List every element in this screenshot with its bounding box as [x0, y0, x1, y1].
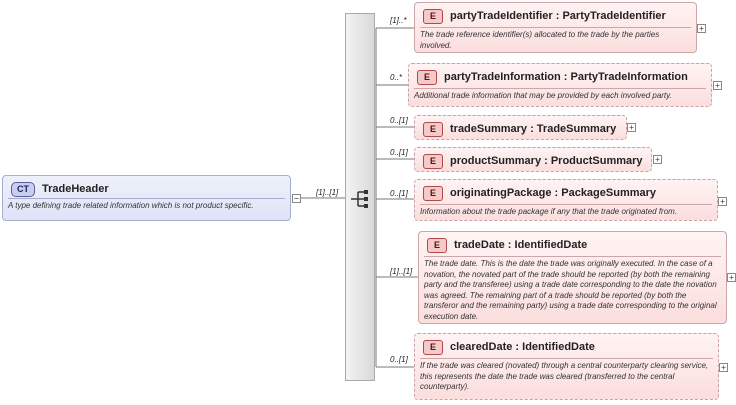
element-product-summary[interactable]: E productSummary : ProductSummary — [414, 147, 652, 172]
cardinality-label: [1]..[1] — [390, 267, 413, 276]
divider — [424, 256, 721, 257]
element-badge-icon: E — [417, 69, 437, 85]
element-header: E partyTradeInformation : PartyTradeInfo… — [417, 68, 688, 86]
element-name: partyTradeIdentifier : PartyTradeIdentif… — [450, 10, 666, 22]
expand-icon[interactable]: + — [718, 197, 727, 206]
expand-icon[interactable]: + — [653, 155, 662, 164]
cardinality-label: 0..[1] — [390, 189, 408, 198]
element-badge-icon: E — [427, 237, 447, 253]
element-description: Additional trade information that may be… — [414, 91, 672, 100]
divider — [420, 204, 712, 205]
element-name: clearedDate : IdentifiedDate — [450, 341, 595, 353]
cardinality-label: 0..[1] — [390, 355, 408, 364]
root-cardinality: [1]..[1] — [316, 188, 339, 197]
element-description: If the trade was cleared (novated) throu… — [420, 361, 709, 391]
collapse-icon[interactable]: − — [292, 194, 301, 203]
element-originating-package[interactable]: E originatingPackage : PackageSummary In… — [414, 179, 718, 221]
element-description: The trade reference identifier(s) alloca… — [420, 30, 660, 50]
root-description: A type defining trade related informatio… — [8, 201, 254, 210]
element-badge-icon: E — [423, 185, 443, 201]
element-name: tradeDate : IdentifiedDate — [454, 239, 588, 251]
expand-icon[interactable]: + — [713, 81, 722, 90]
sequence-compositor[interactable] — [345, 13, 375, 381]
cardinality-label: 0..[1] — [390, 148, 408, 157]
element-trade-date[interactable]: E tradeDate : IdentifiedDate The trade d… — [418, 231, 727, 324]
element-header: E productSummary : ProductSummary — [423, 152, 643, 170]
element-party-trade-information[interactable]: E partyTradeInformation : PartyTradeInfo… — [408, 63, 712, 107]
element-cleared-date[interactable]: E clearedDate : IdentifiedDate If the tr… — [414, 333, 719, 400]
element-name: originatingPackage : PackageSummary — [450, 187, 657, 199]
element-header: E tradeSummary : TradeSummary — [423, 120, 616, 138]
expand-icon[interactable]: + — [627, 123, 636, 132]
divider — [420, 27, 691, 28]
divider — [8, 198, 285, 199]
element-name: tradeSummary : TradeSummary — [450, 123, 617, 135]
divider — [420, 358, 713, 359]
root-header: CT TradeHeader — [11, 180, 109, 198]
complex-type-badge-icon: CT — [11, 181, 35, 197]
element-header: E partyTradeIdentifier : PartyTradeIdent… — [423, 7, 666, 25]
sequence-icon — [351, 190, 368, 208]
element-party-trade-identifier[interactable]: E partyTradeIdentifier : PartyTradeIdent… — [414, 2, 697, 53]
root-name: TradeHeader — [42, 183, 109, 195]
element-name: productSummary : ProductSummary — [450, 155, 643, 167]
element-name: partyTradeInformation : PartyTradeInform… — [444, 71, 688, 83]
expand-icon[interactable]: + — [697, 24, 706, 33]
element-badge-icon: E — [423, 121, 443, 137]
cardinality-label: 0..[1] — [390, 116, 408, 125]
divider — [414, 88, 706, 89]
element-badge-icon: E — [423, 8, 443, 24]
cardinality-label: [1]..* — [390, 16, 407, 25]
root-complex-type[interactable]: CT TradeHeader A type defining trade rel… — [2, 175, 291, 221]
element-trade-summary[interactable]: E tradeSummary : TradeSummary — [414, 115, 627, 140]
element-header: E clearedDate : IdentifiedDate — [423, 338, 595, 356]
element-header: E tradeDate : IdentifiedDate — [427, 236, 587, 254]
cardinality-label: 0..* — [390, 73, 403, 82]
element-description: The trade date. This is the date the tra… — [424, 259, 717, 321]
element-badge-icon: E — [423, 339, 443, 355]
expand-icon[interactable]: + — [719, 363, 728, 372]
expand-icon[interactable]: + — [727, 273, 736, 282]
element-header: E originatingPackage : PackageSummary — [423, 184, 656, 202]
element-badge-icon: E — [423, 153, 443, 169]
element-description: Information about the trade package if a… — [420, 207, 678, 216]
